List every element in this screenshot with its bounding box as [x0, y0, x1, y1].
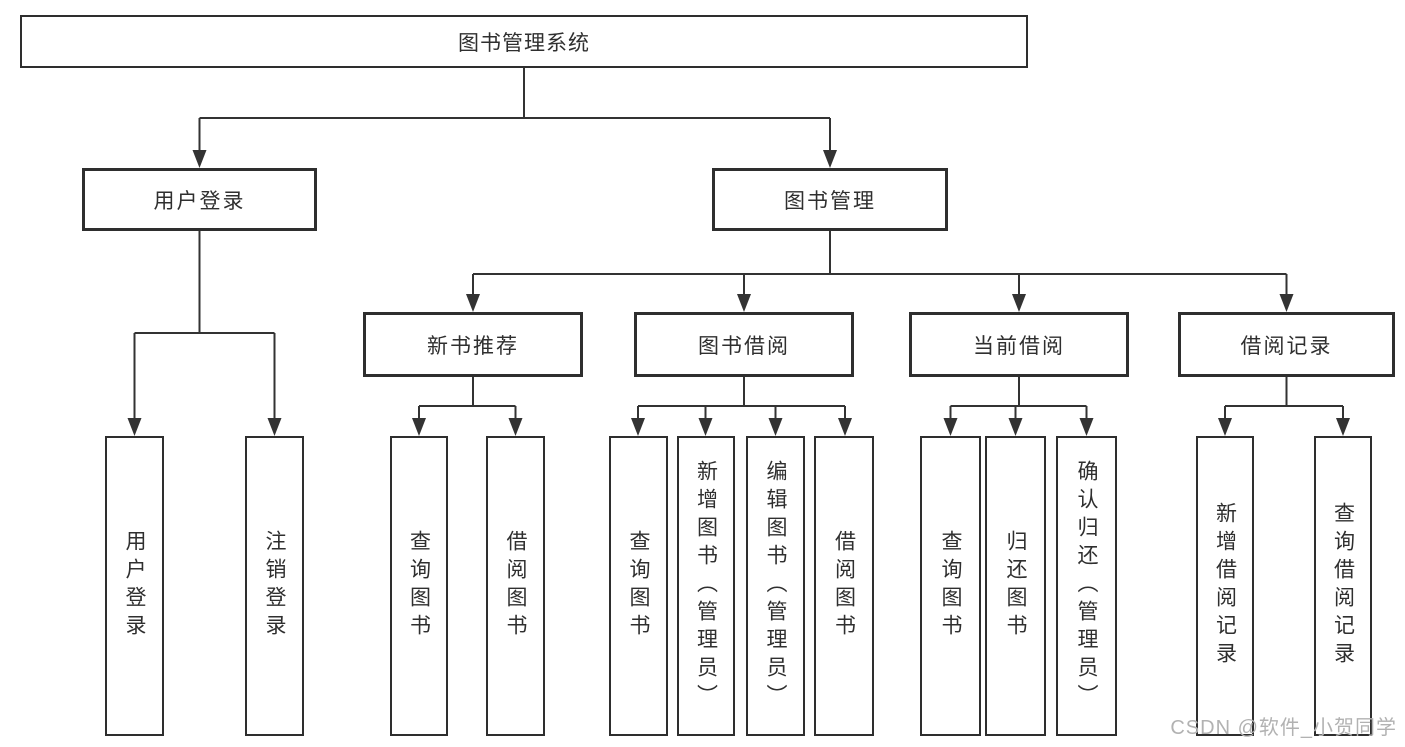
- leaf-confirm-return-admin-label: 确认归还（管理员）: [1075, 460, 1098, 712]
- leaf-query-borrow-record: 查询借阅记录: [1314, 436, 1372, 736]
- leaf-edit-book-admin: 编辑图书（管理员）: [746, 436, 805, 736]
- node-book-management: 图书管理: [712, 168, 948, 231]
- leaf-add-book-admin-label: 新增图书（管理员）: [694, 460, 718, 712]
- leaf-borrow-books-recommend: 借阅图书: [486, 436, 545, 736]
- leaf-query-books-borrowing-label: 查询图书: [627, 530, 650, 642]
- leaf-add-borrow-record: 新增借阅记录: [1196, 436, 1254, 736]
- leaf-query-books-current-label: 查询图书: [939, 530, 962, 642]
- leaf-query-books-recommend: 查询图书: [390, 436, 448, 736]
- leaf-query-borrow-record-label: 查询借阅记录: [1331, 502, 1355, 670]
- leaf-user-login: 用户登录: [105, 436, 164, 736]
- leaf-return-book: 归还图书: [985, 436, 1046, 736]
- node-current-borrowing-label: 当前借阅: [973, 334, 1065, 358]
- node-root-label: 图书管理系统: [458, 31, 590, 55]
- leaf-confirm-return-admin: 确认归还（管理员）: [1056, 436, 1117, 736]
- node-current-borrowing: 当前借阅: [909, 312, 1129, 377]
- leaf-logout: 注销登录: [245, 436, 304, 736]
- node-user-login-branch: 用户登录: [82, 168, 317, 231]
- leaf-add-borrow-record-label: 新增借阅记录: [1213, 502, 1237, 670]
- node-new-book-recommend-label: 新书推荐: [427, 334, 519, 358]
- leaf-query-books-current: 查询图书: [920, 436, 981, 736]
- node-book-borrowing-label: 图书借阅: [698, 334, 790, 358]
- leaf-borrow-books-recommend-label: 借阅图书: [504, 530, 527, 642]
- leaf-borrow-books-borrowing: 借阅图书: [814, 436, 874, 736]
- leaf-logout-label: 注销登录: [263, 530, 286, 642]
- node-root: 图书管理系统: [20, 15, 1028, 68]
- leaf-add-book-admin: 新增图书（管理员）: [677, 436, 735, 736]
- leaf-user-login-label: 用户登录: [123, 530, 146, 642]
- node-new-book-recommend: 新书推荐: [363, 312, 583, 377]
- csdn-watermark: CSDN @软件_小贺同学: [1170, 717, 1397, 739]
- leaf-query-books-recommend-label: 查询图书: [407, 530, 431, 642]
- leaf-return-book-label: 归还图书: [1004, 530, 1027, 642]
- leaf-borrow-books-borrowing-label: 借阅图书: [832, 530, 856, 642]
- node-book-management-label: 图书管理: [784, 189, 876, 213]
- node-book-borrowing: 图书借阅: [634, 312, 854, 377]
- leaf-edit-book-admin-label: 编辑图书（管理员）: [764, 460, 787, 712]
- node-borrowing-records-label: 借阅记录: [1240, 334, 1333, 358]
- leaf-query-books-borrowing: 查询图书: [609, 436, 668, 736]
- node-borrowing-records: 借阅记录: [1178, 312, 1395, 377]
- node-user-login-branch-label: 用户登录: [153, 189, 246, 213]
